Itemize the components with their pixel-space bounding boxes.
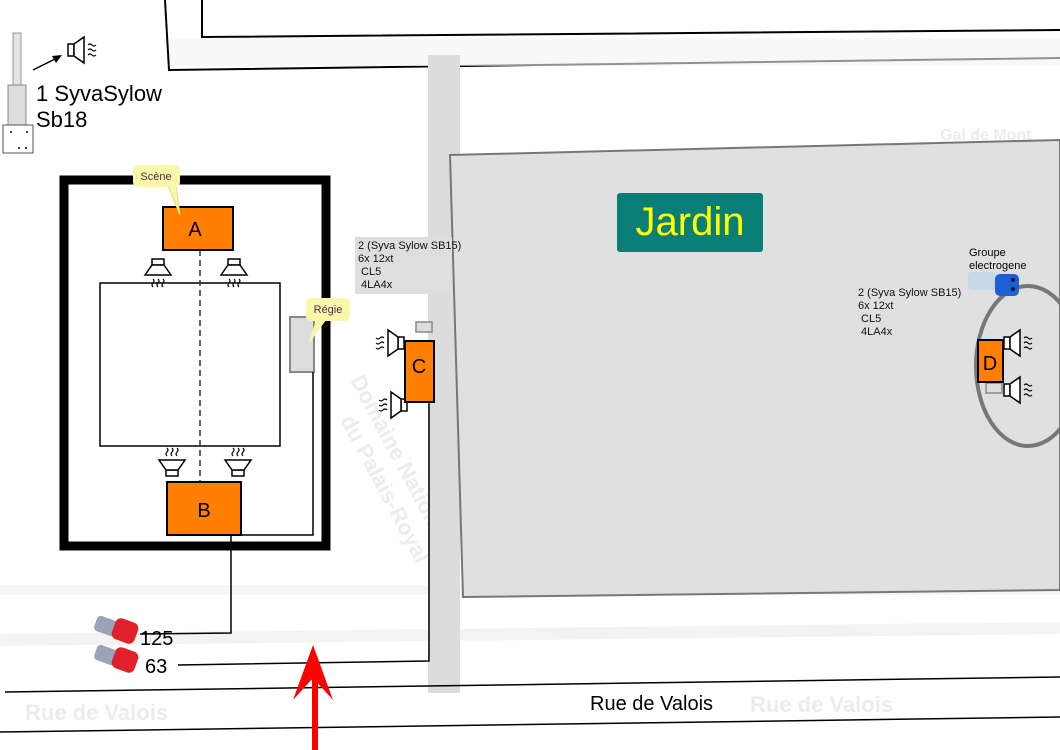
tooltip-regie-text: Régie	[314, 304, 343, 316]
top-building	[164, 0, 1060, 72]
power-plug-63: 63	[94, 644, 167, 678]
zone-c-equipment-2: 6x 12xt	[358, 253, 393, 265]
power-plug-icon	[94, 644, 139, 673]
zone-d-equipment-1: 2 (Syva Sylow SB15)	[858, 287, 961, 299]
zone-b[interactable]: B	[166, 481, 242, 536]
sylow-column-icon	[2, 32, 34, 154]
arrow-icon	[32, 57, 58, 71]
generator-label-1: Groupe	[969, 247, 1006, 259]
speaker-icon	[67, 36, 97, 64]
sylow-legend: 1 SyvaSylow Sb18	[2, 32, 162, 154]
zone-b-label: B	[197, 500, 210, 522]
zone-d[interactable]: D	[977, 339, 1004, 383]
zone-d-label: D	[983, 353, 997, 375]
zone-d-equipment-2: 6x 12xt	[858, 300, 893, 312]
zone-c-equipment-1: 2 (Syva Sylow SB15)	[358, 240, 461, 252]
speaker-icon	[375, 329, 405, 357]
power-plug-63-label: 63	[145, 656, 167, 678]
map-label-rue-valois-right: Rue de Valois	[750, 692, 893, 717]
garden-label-text: Jardin	[636, 200, 745, 244]
cable-c-63	[177, 402, 430, 666]
tooltip-scene-text: Scène	[140, 171, 171, 183]
zone-d-equipment-3: CL5	[858, 313, 881, 325]
zone-a[interactable]: A	[162, 206, 234, 251]
zone-c-equipment-4: 4LA4x	[358, 279, 393, 291]
street-label: Rue de Valois	[590, 693, 713, 715]
entrance-arrow-icon	[293, 645, 333, 750]
garden-label: Jardin	[617, 193, 763, 252]
zone-d-perimeter	[974, 284, 1060, 448]
map-label-galerie: Gal de Mont	[940, 127, 1032, 144]
generator-label-2: electrogene	[969, 260, 1027, 272]
audience-area	[99, 282, 281, 447]
tooltip-scene: Scène	[133, 165, 181, 216]
street-edge-top	[4, 676, 1060, 693]
tooltip-regie: Régie	[306, 298, 350, 345]
power-plug-125: 125	[94, 615, 173, 650]
zone-c-equipment-box	[355, 237, 452, 294]
zone-d-group: 2 (Syva Sylow SB15) 6x 12xt CL5 4LA4x Gr…	[858, 247, 1060, 448]
zone-d-equipment-4: 4LA4x	[858, 326, 893, 338]
zone-c[interactable]: C	[404, 340, 435, 403]
power-plug-icon	[94, 615, 139, 644]
zone-a-label: A	[188, 219, 202, 241]
map-label-rue-valois-left: Rue de Valois	[25, 700, 168, 725]
garden-area	[448, 138, 1060, 599]
generator-plug-icon	[968, 272, 1019, 296]
stage-area: A B Scène Régie	[59, 165, 350, 551]
sylow-label-line1: 1 SyvaSylow	[36, 81, 162, 106]
zone-c-group: 2 (Syva Sylow SB15) 6x 12xt CL5 4LA4x C	[355, 237, 461, 419]
zone-c-label: C	[412, 356, 426, 378]
power-plug-125-label: 125	[140, 628, 173, 650]
cable-b-125	[139, 535, 232, 635]
zone-c-equipment-3: CL5	[358, 266, 381, 278]
street-edge-bottom	[0, 716, 1060, 733]
regie-booth[interactable]	[289, 316, 315, 373]
sylow-label-line2: Sb18	[36, 107, 87, 132]
